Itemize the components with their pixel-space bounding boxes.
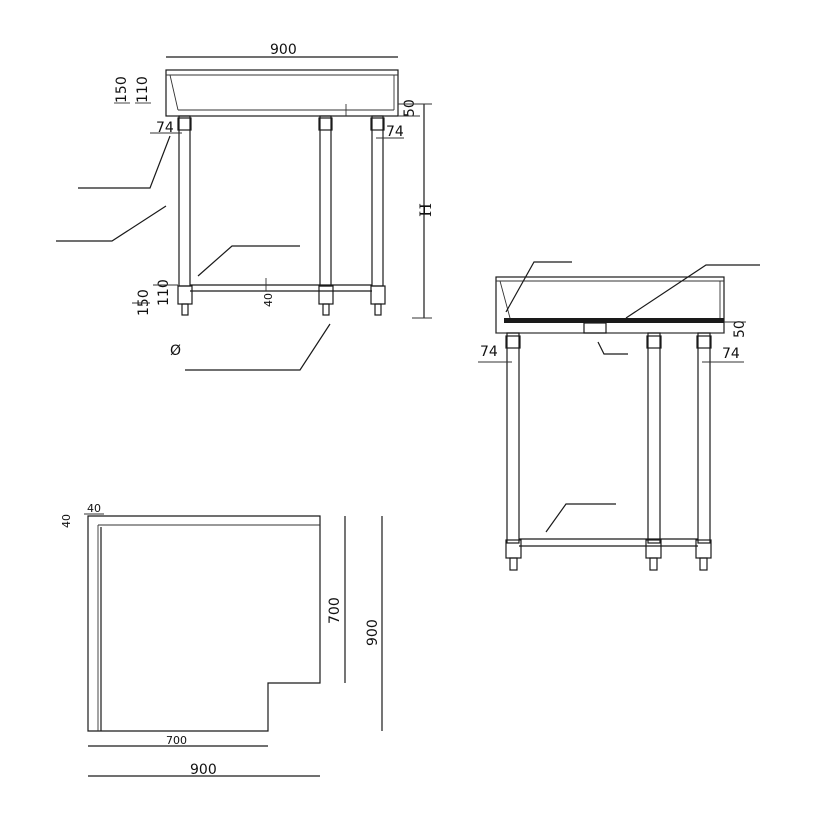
top-thickness-label: 110 [135, 76, 151, 103]
top-bevel-left [169, 74, 179, 111]
inner-depth-label: 700 [327, 597, 343, 624]
front-foot-tip [181, 303, 189, 316]
side-leg-right-label: 74 [722, 346, 740, 362]
front-leg-left-label: 74 [156, 120, 174, 136]
outer-width-label: 900 [190, 762, 217, 778]
leg-collar [177, 117, 192, 131]
leg-collar [370, 117, 385, 131]
leg-collar [318, 117, 333, 131]
side-view: 50 74 74 [478, 261, 760, 571]
side-bracket [583, 322, 607, 334]
diameter-symbol: Ø [170, 343, 181, 359]
side-leg-middle [647, 332, 661, 544]
leg-collar [646, 335, 662, 349]
side-leg-left-label: 74 [480, 344, 498, 360]
side-worktop-slab [504, 318, 724, 323]
plan-upstand-left-label: 40 [60, 514, 73, 528]
leg-collar [696, 335, 712, 349]
front-leg-right [371, 115, 384, 287]
side-leg-right [697, 332, 711, 544]
plan-upstand-top-label: 40 [87, 502, 101, 515]
side-apron-label: 50 [732, 320, 748, 338]
front-foot-left [177, 285, 193, 305]
backsplash-height-label: 150 [114, 76, 130, 103]
undershelf-thickness-label: 110 [156, 279, 172, 306]
front-foot-tip [322, 303, 330, 316]
side-leader-1 [505, 261, 572, 313]
plan-view: 40 40 700 900 700 900 [60, 502, 383, 778]
side-foot-tip [509, 557, 518, 571]
leader-line-1 [78, 135, 171, 189]
front-foot-tip [374, 303, 382, 316]
side-foot-tip [649, 557, 658, 571]
side-foot-tip [699, 557, 708, 571]
side-top [495, 276, 725, 334]
front-top [165, 69, 399, 117]
front-leg-middle [319, 115, 332, 287]
height-label: H [416, 203, 435, 217]
front-foot-middle [318, 285, 334, 305]
outer-depth-label: 900 [365, 619, 381, 646]
leader-line-4 [185, 323, 331, 371]
leader-line-3 [197, 245, 300, 277]
inner-width-label: 700 [166, 734, 187, 747]
front-leg-left [178, 115, 191, 287]
front-width-label: 900 [270, 42, 297, 58]
undershelf-depth-label: 40 [262, 293, 275, 307]
side-leader-3 [597, 341, 628, 355]
side-leg-left [506, 332, 520, 544]
front-leg-right-label: 74 [386, 124, 404, 140]
side-leader-4 [545, 503, 616, 533]
leg-collar [505, 335, 521, 349]
side-leader-2 [625, 264, 760, 319]
front-foot-right [370, 285, 386, 305]
leader-line-2 [56, 205, 167, 242]
side-bevel-left [499, 280, 511, 319]
plan-outline [87, 515, 321, 732]
front-view: 900 150 110 50 H 74 74 [56, 42, 435, 371]
front-apron-label: 50 [402, 99, 418, 117]
